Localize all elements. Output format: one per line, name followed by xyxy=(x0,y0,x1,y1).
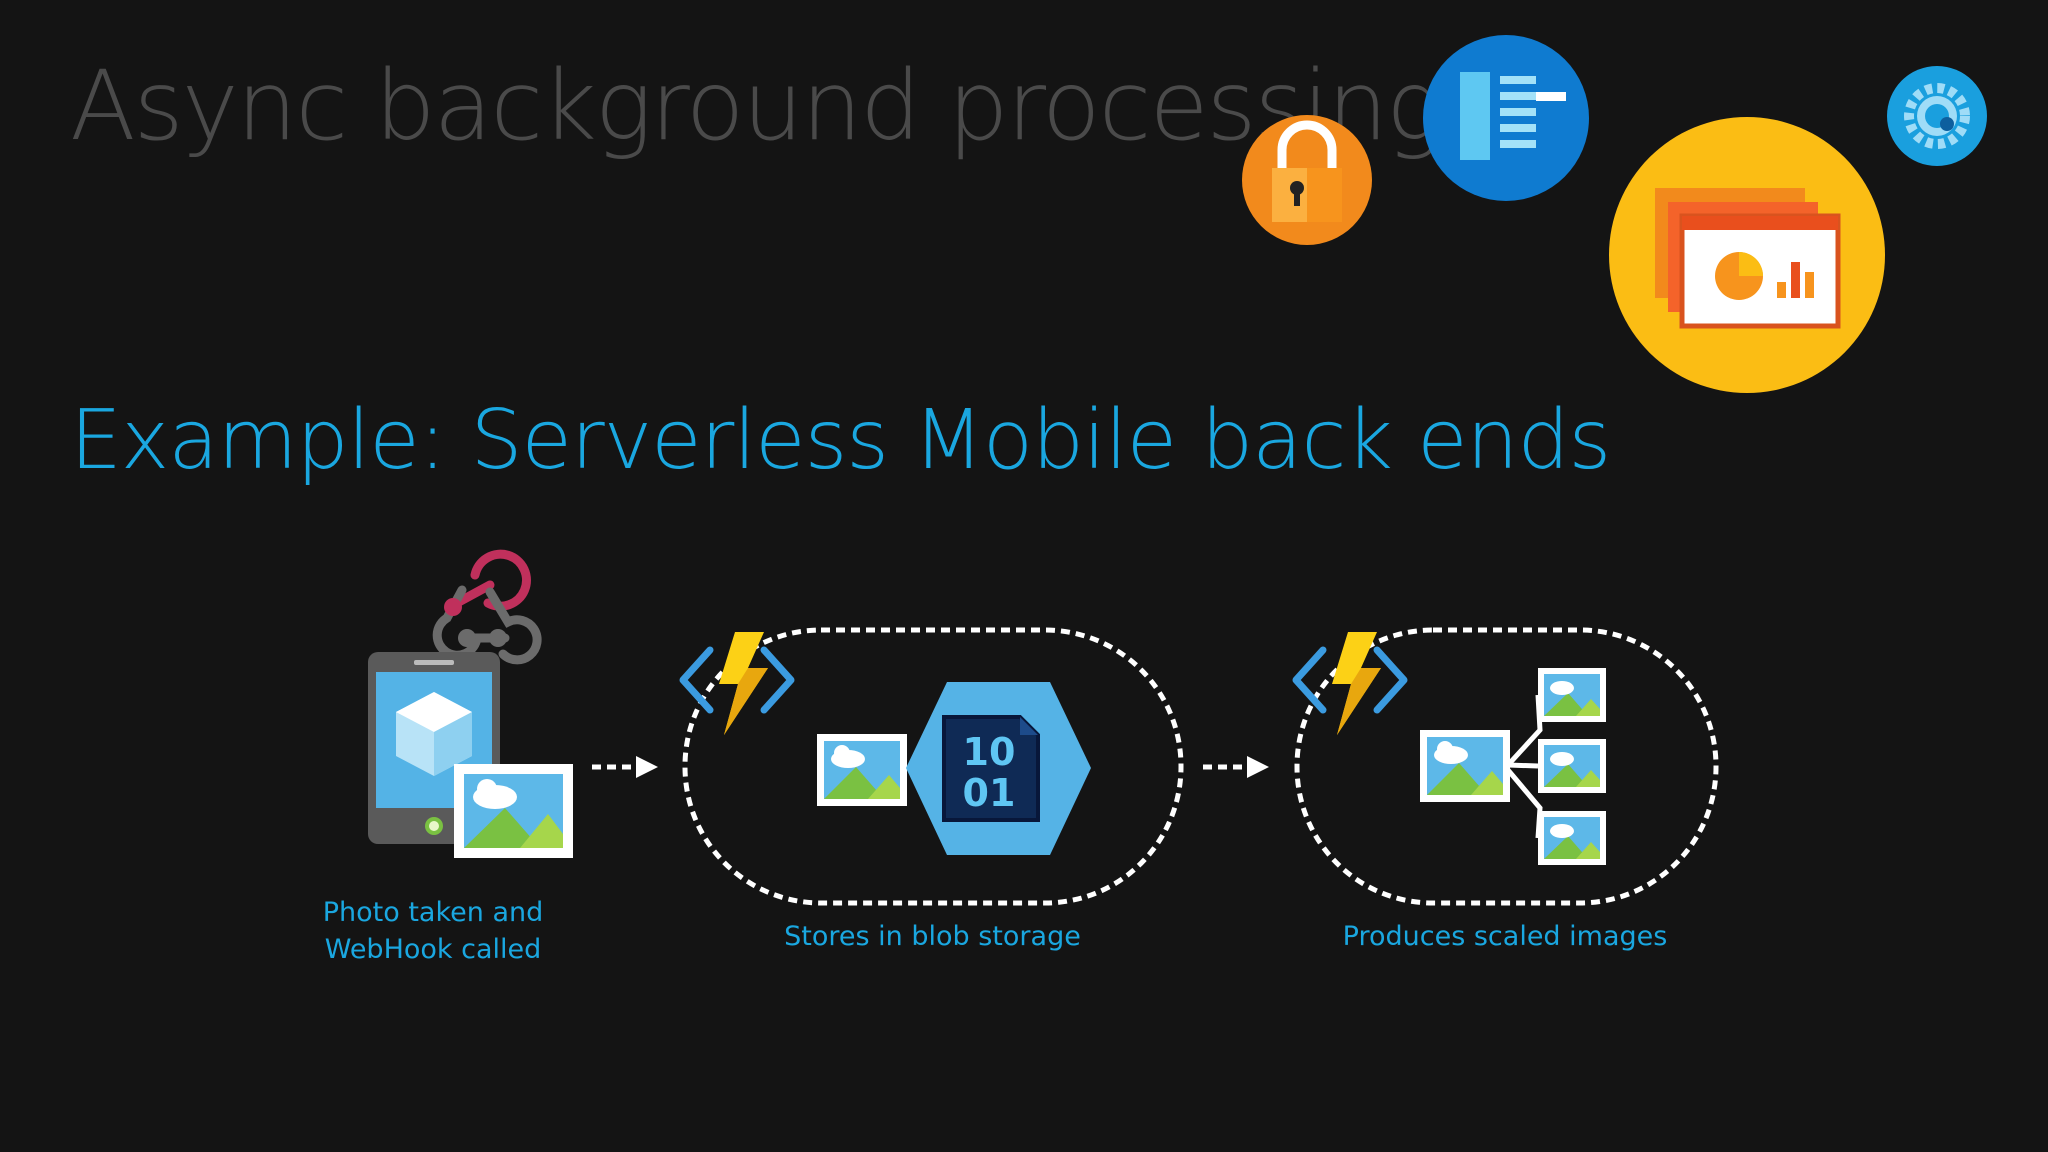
lock-icon xyxy=(1242,115,1372,245)
step-1-caption-line2: WebHook called xyxy=(324,934,542,965)
slide-subtitle: Example: Serverless Mobile back ends xyxy=(70,393,1611,488)
dashboard-windows-icon xyxy=(1609,117,1885,393)
arrow-icon xyxy=(592,756,658,778)
step-boundary xyxy=(682,627,1184,906)
slide-title: Async background processing xyxy=(70,50,1444,162)
blob-storage-icon: 10 01 xyxy=(906,682,1091,855)
arrow-icon xyxy=(1203,756,1269,778)
photo-icon xyxy=(1420,730,1510,802)
photo-icon xyxy=(817,734,907,806)
scaled-image-icon xyxy=(1538,739,1606,793)
function-icon xyxy=(679,632,795,735)
step-boundary xyxy=(1294,627,1719,906)
photo-icon xyxy=(454,764,573,858)
step-1-caption: Photo taken and WebHook called xyxy=(316,894,550,968)
connector-lines xyxy=(1506,694,1543,839)
scaled-image-icon xyxy=(1538,668,1606,722)
step-1-caption-line1: Photo taken and xyxy=(322,897,544,928)
step-3-caption: Produces scaled images xyxy=(1342,921,1668,952)
gear-icon xyxy=(1887,66,1987,166)
server-list-icon xyxy=(1423,35,1589,201)
blob-binary-line1: 10 xyxy=(963,730,1016,774)
function-icon xyxy=(1292,632,1408,735)
blob-binary-line2: 01 xyxy=(963,771,1016,815)
webhook-icon xyxy=(432,549,542,665)
step-2-caption: Stores in blob storage xyxy=(784,921,1081,952)
scaled-image-icon xyxy=(1538,811,1606,865)
